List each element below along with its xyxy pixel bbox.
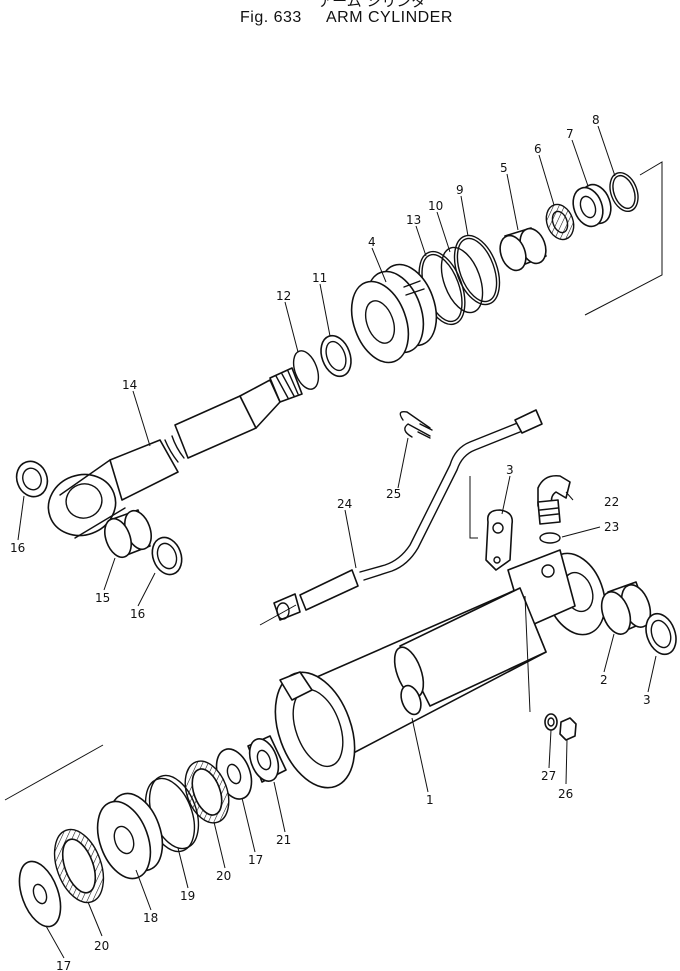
part-15-bushing — [104, 509, 152, 559]
label-part-12: 12 — [276, 289, 291, 303]
part-22-elbow — [537, 474, 571, 525]
part-1-cylinder-tube — [274, 549, 606, 789]
label-part-9: 9 — [456, 183, 464, 197]
label-part-16-lower: 16 — [130, 607, 145, 621]
part-6-rod-seal — [545, 203, 575, 241]
label-part-20-lower: 20 — [94, 939, 109, 953]
part-12-snap-ring — [292, 350, 320, 390]
label-part-24: 24 — [337, 497, 352, 511]
tube-group-bracket — [259, 476, 478, 626]
part-11-bearing — [320, 334, 352, 378]
part-7-dust-seal — [572, 183, 612, 228]
part-10-o-ring — [440, 246, 484, 314]
figure-number: Fig. 633 — [240, 9, 302, 26]
part-16-seal-upper — [15, 460, 49, 498]
part-18-piston — [96, 792, 164, 880]
label-part-20-upper: 20 — [216, 869, 231, 883]
label-part-1: 1 — [426, 793, 434, 807]
part-9-backup-ring — [453, 234, 501, 306]
label-part-7: 7 — [566, 127, 574, 141]
part-2-bushing — [600, 581, 652, 635]
part-23-o-ring — [539, 532, 561, 544]
part-25-clamp — [399, 410, 433, 439]
part-8-snap-ring — [609, 171, 639, 213]
label-part-27: 27 — [541, 769, 556, 783]
label-part-19: 19 — [180, 889, 195, 903]
upper-group-bracket — [584, 161, 663, 316]
label-part-23: 23 — [604, 520, 619, 534]
label-part-3-lower: 3 — [643, 693, 651, 707]
part-20-ring-lower — [53, 828, 105, 904]
label-part-2: 2 — [600, 673, 608, 687]
part-14-piston-rod — [47, 367, 303, 539]
label-part-5: 5 — [500, 161, 508, 175]
part-3-seal — [645, 612, 677, 656]
label-part-22: 22 — [604, 495, 619, 509]
part-27-washer — [544, 713, 558, 731]
title-japanese: アーム シリンダ — [318, 0, 426, 10]
part-26-nut — [559, 717, 577, 741]
label-part-17-upper: 17 — [248, 853, 263, 867]
label-part-14: 14 — [122, 378, 137, 392]
lower-group-bracket — [4, 744, 104, 801]
label-part-25: 25 — [386, 487, 401, 501]
part-24-pipe — [273, 409, 543, 621]
label-part-26: 26 — [558, 787, 573, 801]
label-part-4: 4 — [368, 235, 376, 249]
part-5-bushing — [499, 227, 547, 272]
leader-lines — [17, 125, 657, 959]
label-part-3-upper: 3 — [506, 463, 514, 477]
label-part-17-lower: 17 — [56, 959, 71, 971]
label-part-13: 13 — [406, 213, 421, 227]
figure-title: ARM CYLINDER — [326, 9, 453, 26]
part-17-washer-lower — [18, 860, 62, 928]
label-part-6: 6 — [534, 142, 542, 156]
label-part-15: 15 — [95, 591, 110, 605]
label-part-21: 21 — [276, 833, 291, 847]
label-part-16-upper: 16 — [10, 541, 25, 555]
label-part-8: 8 — [592, 113, 600, 127]
label-part-11: 11 — [312, 271, 327, 285]
part-16-seal-lower — [151, 536, 183, 576]
part-3-bracket — [485, 509, 514, 571]
part-21-nut — [247, 735, 287, 783]
label-part-10: 10 — [428, 199, 443, 213]
part-4-cylinder-head — [350, 263, 438, 364]
callout-labels: 8 7 6 5 9 10 13 4 11 12 14 16 15 16 25 2… — [10, 113, 651, 971]
label-part-18: 18 — [143, 911, 158, 925]
